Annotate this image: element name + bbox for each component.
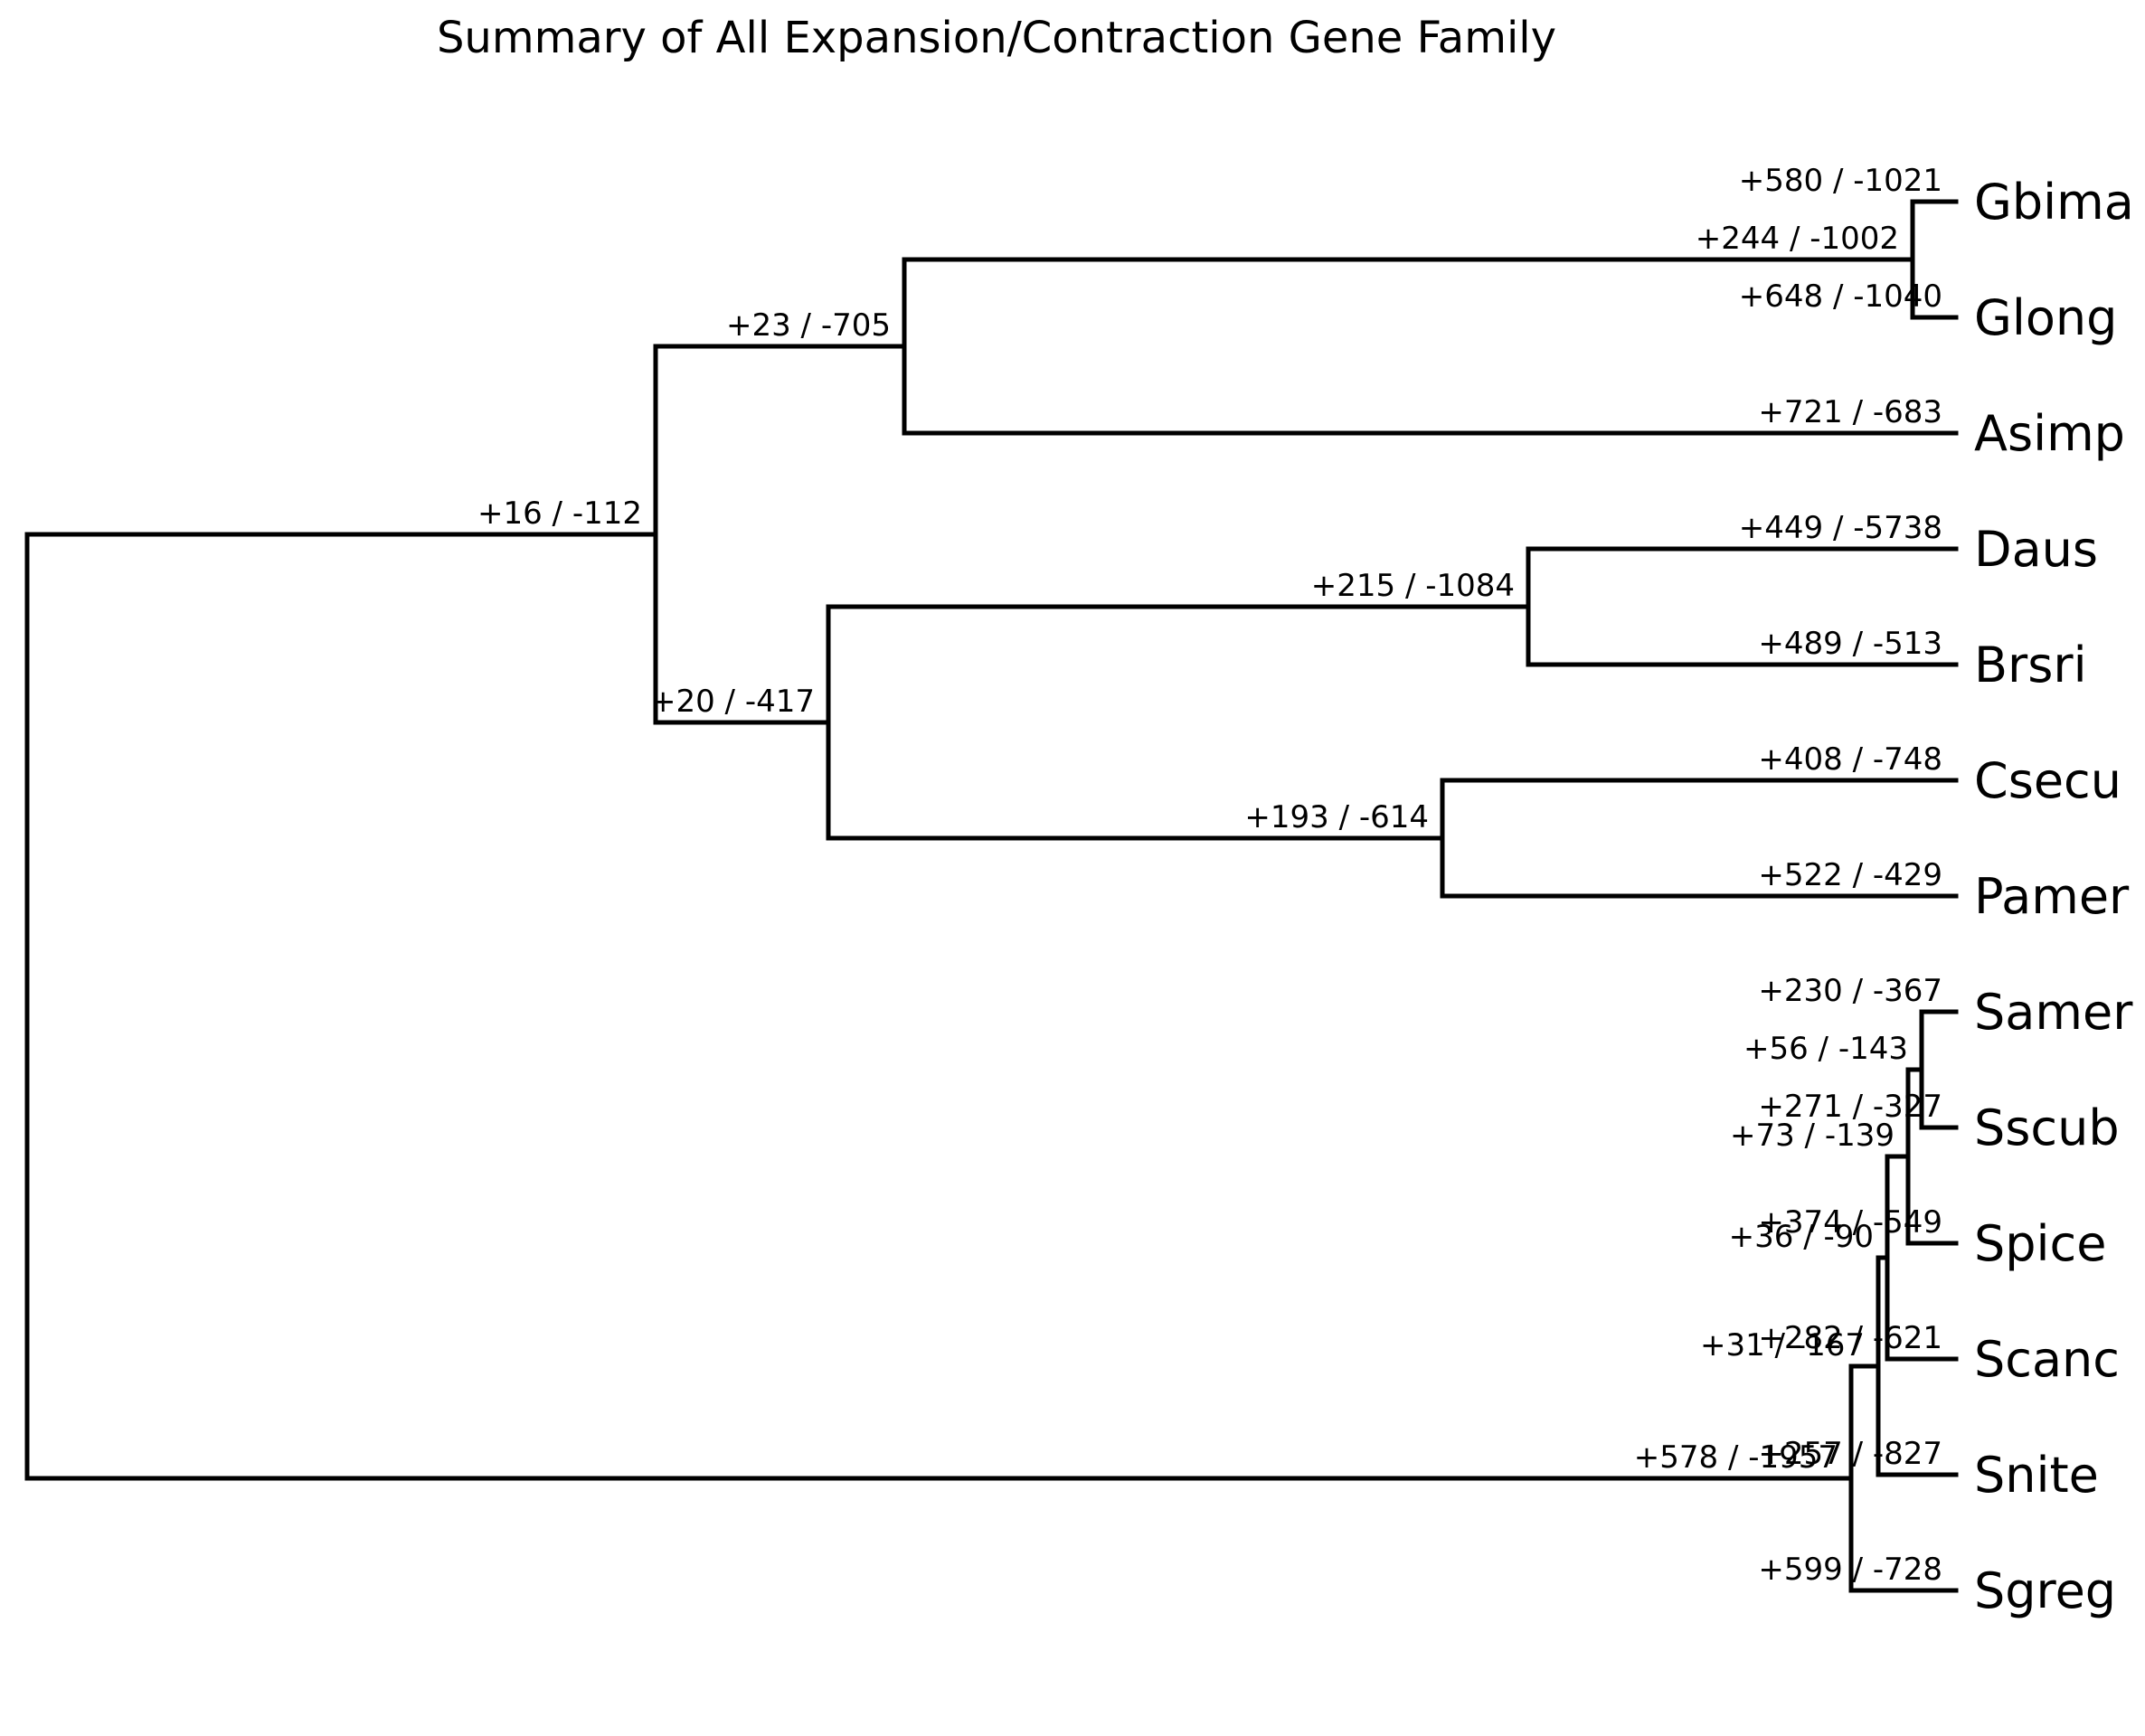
branch-label-clade-samer-sscub: +56 / -143 [1743, 1031, 1908, 1067]
leaf-name-Scanc: Scanc [1974, 1331, 2120, 1388]
branch-label-clade-samer-scanc: +36 / -90 [1729, 1219, 1874, 1255]
branch-label-Pamer: +522 / -429 [1758, 857, 1942, 893]
leaf-name-Pamer: Pamer [1974, 868, 2130, 925]
branch-label-clade-samer-spice: +73 / -139 [1730, 1118, 1895, 1154]
branch-label-Scanc: +282 / -621 [1758, 1320, 1942, 1356]
leaf-name-Csecu: Csecu [1974, 752, 2121, 809]
leaf-name-Asimp: Asimp [1974, 405, 2125, 462]
branch-label-Asimp: +721 / -683 [1758, 394, 1942, 430]
leaf-name-Sscub: Sscub [1974, 1099, 2120, 1156]
branch-label-Snite: +257 / -827 [1758, 1436, 1942, 1472]
branch-label-Sscub: +271 / -327 [1758, 1089, 1942, 1125]
branch-label-clade-samer-snite: +31 / -167 [1700, 1327, 1865, 1363]
branch-label-clade-top: +16 / -112 [477, 495, 642, 532]
branch-label-Csecu: +408 / -748 [1758, 741, 1942, 778]
branch-label-clade-gbima-glong-asimp: +23 / -705 [726, 307, 891, 344]
branch-label-clade-daus-brsri: +215 / -1084 [1311, 568, 1515, 604]
leaf-name-Snite: Snite [1974, 1447, 2099, 1504]
leaf-name-Spice: Spice [1974, 1215, 2106, 1272]
branch-label-Gbima: +580 / -1021 [1739, 163, 1942, 199]
branch-label-Sgreg: +599 / -728 [1758, 1552, 1942, 1588]
leaf-name-Gbima: Gbima [1974, 174, 2134, 231]
branch-label-Brsri: +489 / -513 [1758, 626, 1942, 662]
leaf-name-Samer: Samer [1974, 984, 2133, 1041]
branch-label-Daus: +449 / -5738 [1739, 510, 1942, 546]
leaf-name-Daus: Daus [1974, 521, 2098, 578]
branch-label-clade-bottom: +578 / -1957 [1634, 1439, 1838, 1476]
branch-label-clade-gbima-glong: +244 / -1002 [1696, 221, 1899, 257]
branch-label-clade-daus-pamer: +20 / -417 [650, 684, 815, 720]
leaf-name-Brsri: Brsri [1974, 637, 2087, 693]
branch-label-clade-csecu-pamer: +193 / -614 [1244, 799, 1429, 835]
figure-title: Summary of All Expansion/Contraction Gen… [436, 13, 1557, 63]
leaf-name-Sgreg: Sgreg [1974, 1562, 2116, 1619]
branch-label-Samer: +230 / -367 [1758, 973, 1942, 1009]
branch-label-Spice: +374 / -549 [1758, 1204, 1942, 1241]
branch-label-Glong: +648 / -1040 [1739, 278, 1942, 315]
leaf-name-Glong: Glong [1974, 289, 2117, 346]
